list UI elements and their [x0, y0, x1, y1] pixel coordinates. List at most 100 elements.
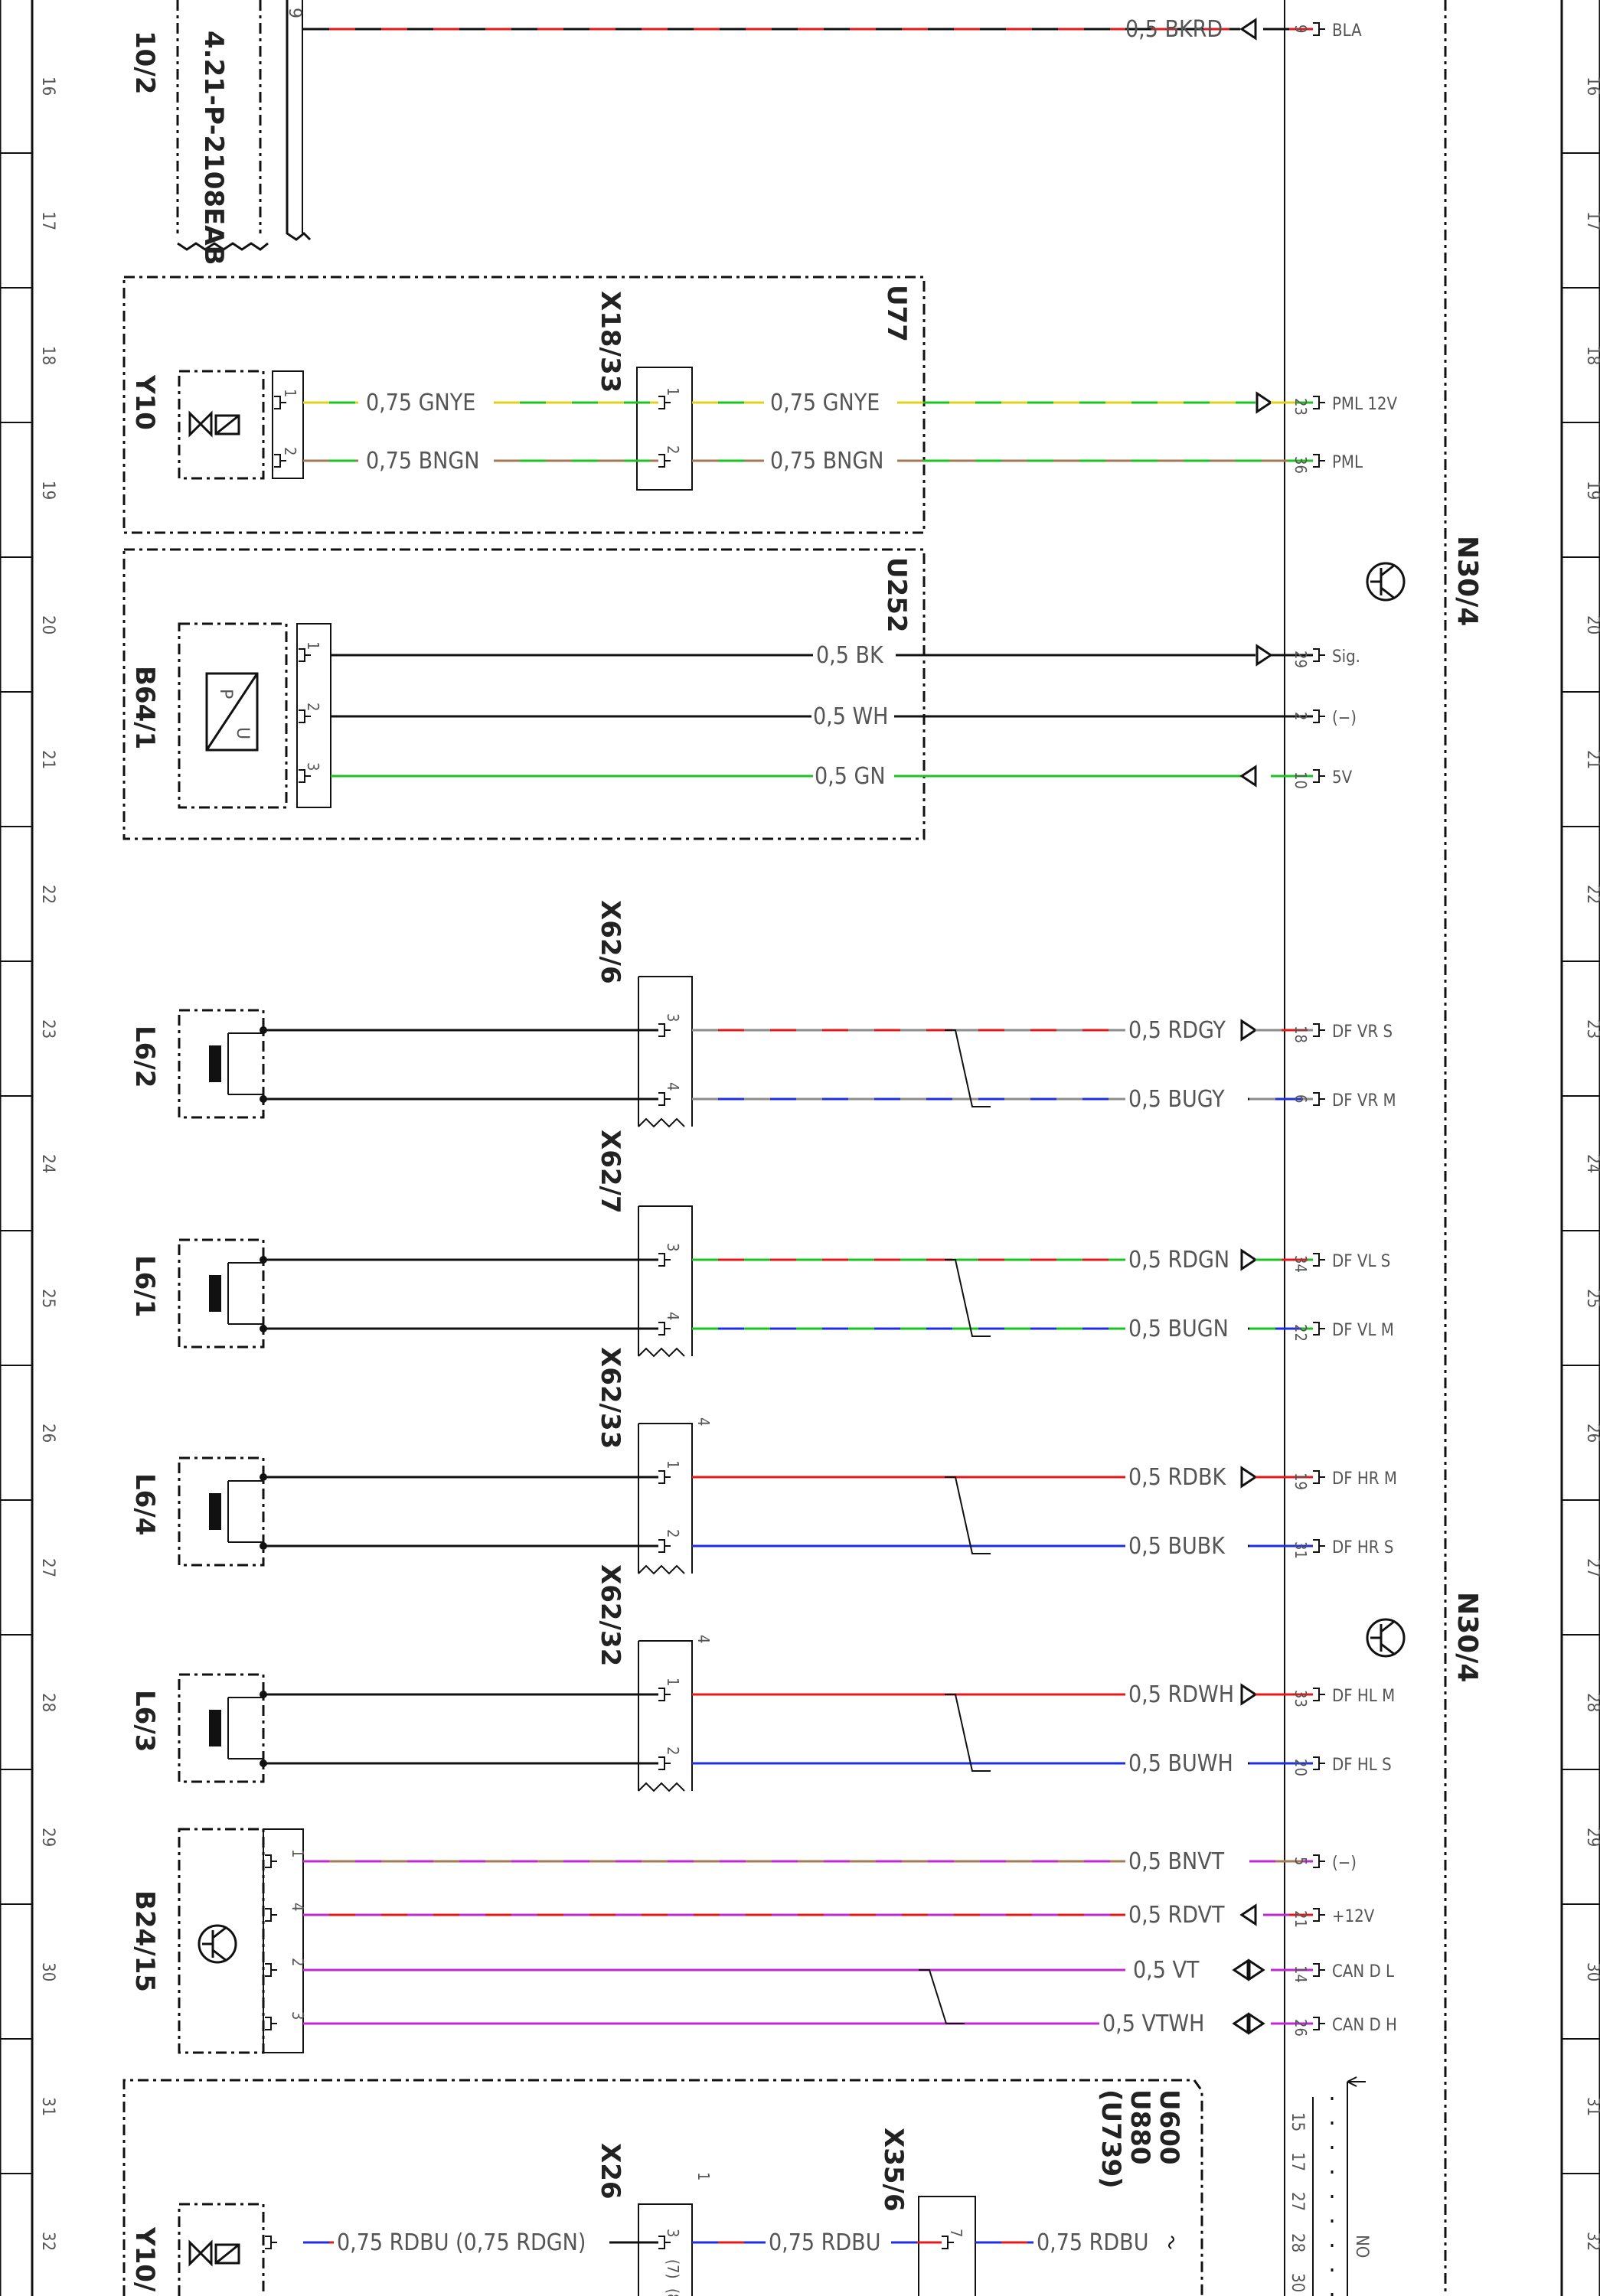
pin: 18 [1291, 1026, 1310, 1043]
row-number-right: 20 [1583, 615, 1600, 634]
y10-box [178, 370, 265, 480]
row-number-right: 17 [1583, 211, 1600, 230]
sensor-box [178, 1456, 265, 1567]
pin: 2 [664, 1746, 682, 1755]
connector-housing [638, 976, 693, 1128]
row-number-left: 30 [38, 1962, 57, 1981]
valve-icon [188, 410, 240, 438]
pin: 1 [664, 387, 682, 396]
x26-label: X26 [595, 2143, 625, 2200]
pin: 27 [1288, 2192, 1307, 2211]
row-number-right: 21 [1583, 750, 1600, 769]
pin: 3 [304, 762, 322, 771]
pin: 33 [1291, 1690, 1310, 1707]
pin: 28 [1288, 2233, 1307, 2252]
pressure-sensor-icon [205, 672, 259, 752]
sensor-box [178, 1238, 265, 1349]
transistor-symbol [1366, 562, 1406, 602]
signal-v5: 5V [1332, 768, 1353, 788]
pin: 3 [664, 1243, 682, 1251]
row-number-left: 22 [38, 885, 57, 904]
pin: 9 [1291, 24, 1310, 33]
n30-4-upper-label: N30/4 [1451, 536, 1483, 626]
n30-4-lower-label: N30/4 [1451, 1592, 1483, 1682]
row-number-left: 32 [38, 2232, 57, 2251]
b64-1-label: B64/1 [129, 666, 160, 749]
sensor-box [178, 1009, 265, 1119]
row-number-right: 31 [1583, 2097, 1600, 2116]
pin: 2 [304, 703, 322, 711]
pin: 1 [281, 389, 299, 397]
row-number-left: 28 [38, 1693, 57, 1712]
pin: 17 [1288, 2152, 1307, 2171]
ref-block [176, 0, 312, 251]
row-number-right: 27 [1583, 1558, 1600, 1577]
row-number-right: 25 [1583, 1289, 1600, 1308]
pin: 6 [1291, 1094, 1310, 1103]
pin: 1 [304, 641, 322, 650]
signal-minus1: (−) [1332, 709, 1357, 728]
row-number-right: 28 [1583, 1693, 1600, 1712]
signal-dfhlm: DF HL M [1332, 1687, 1395, 1706]
pin: 31 [1291, 1541, 1310, 1559]
pin: 5 [1291, 1857, 1310, 1865]
pin: 10 [1291, 771, 1310, 789]
x35-6-label: X35/6 [878, 2128, 909, 2212]
row-number-left: 20 [38, 615, 57, 634]
x62_7-label: X62/7 [595, 1130, 625, 1214]
signal-pml: PML [1332, 453, 1363, 472]
y10-label: Y10 [129, 374, 160, 430]
signal-sig: Sig. [1332, 647, 1360, 667]
wire-label-w_bk: 0,5 BK [816, 642, 884, 669]
yaw-sensor-icon [198, 1924, 237, 1964]
signal-candl: CAN D L [1332, 1962, 1394, 1981]
wire-label-w_rdbk: 0,5 RDBK [1128, 1464, 1227, 1491]
u77-frame [122, 276, 926, 534]
pin: 1 [664, 1678, 682, 1686]
pin: 34 [1291, 1255, 1310, 1273]
signal-dfhrs: DF HR S [1332, 1538, 1393, 1557]
pin: 30 [1288, 2273, 1307, 2292]
pin: 4 [694, 1417, 713, 1426]
row-number-right: 26 [1583, 1424, 1600, 1443]
x18-33-connector [636, 367, 693, 491]
wire-label-w_vtwh: 0,5 VTWH [1102, 2011, 1204, 2037]
pin: 19 [1291, 1473, 1310, 1490]
pin: 2 [281, 447, 299, 455]
row-number-left: 31 [38, 2097, 57, 2116]
pin: 4 [664, 1312, 682, 1320]
connector-housing [638, 1205, 693, 1358]
pin: 3 [664, 1013, 682, 1022]
row-number-left: 27 [38, 1558, 57, 1577]
row-number-left: 25 [38, 1289, 57, 1308]
svg-text:P: P [216, 689, 235, 699]
connector-housing [638, 1640, 693, 1792]
row-number-left: 21 [38, 750, 57, 769]
pin: 2 [1291, 712, 1310, 720]
pin: 4 [694, 1635, 713, 1643]
pin: 9 [285, 8, 304, 18]
wire-label-w_rdvt: 0,5 RDVT [1128, 1902, 1225, 1929]
u600-label: U600 [1154, 2089, 1184, 2165]
wire-label-w_rdbu_a: 0,75 RDBU (0,75 RDGN) [337, 2229, 586, 2256]
b64-1-box [178, 622, 288, 809]
row-number-right: 32 [1583, 2232, 1600, 2251]
signal-dfvls: DF VL S [1332, 1252, 1390, 1271]
svg-text:U: U [233, 727, 252, 739]
wire-label-w_gnye_a: 0,75 GNYE [366, 390, 475, 416]
signal-dfvrs: DF VR S [1332, 1022, 1393, 1042]
row-number-right: 23 [1583, 1019, 1600, 1039]
pin: 14 [1291, 1965, 1310, 1983]
x62_32-label: X62/32 [595, 1564, 625, 1666]
y10-bottom-label: Y10/ [129, 2226, 160, 2292]
pin: 7 [947, 2229, 965, 2237]
wire-label-w_rdbu_c: 0,75 RDBU [1037, 2229, 1148, 2256]
wire-label-w_bugn: 0,5 BUGN [1128, 1316, 1229, 1342]
signal-dfhls: DF HL S [1332, 1756, 1392, 1775]
pin: 23 [1291, 398, 1310, 416]
wire-label-w_rdwh: 0,5 RDWH [1128, 1681, 1234, 1708]
pin: 29 [1291, 651, 1310, 668]
wire-label-w_bngn_a: 0,75 BNGN [366, 448, 479, 475]
